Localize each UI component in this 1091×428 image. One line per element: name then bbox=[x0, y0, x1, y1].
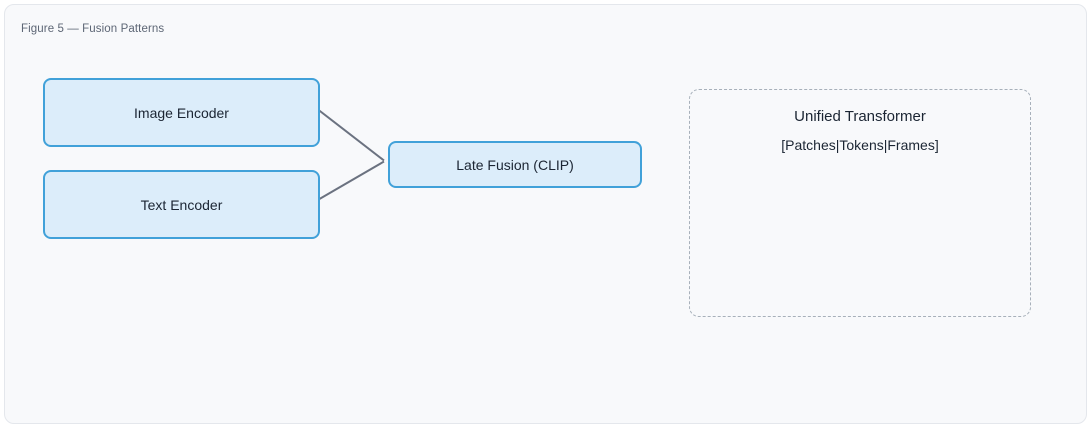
node-late-fusion: Late Fusion (CLIP) bbox=[388, 141, 642, 188]
connector-image-encoder-to-late-fusion bbox=[315, 107, 385, 162]
node-image-encoder-label: Image Encoder bbox=[134, 104, 229, 121]
node-text-encoder-label: Text Encoder bbox=[140, 196, 223, 213]
node-unified-transformer-title: Unified Transformer bbox=[794, 108, 926, 125]
node-unified-transformer-subtitle: [Patches|Tokens|Frames] bbox=[781, 137, 939, 153]
figure-title: Figure 5 — Fusion Patterns bbox=[21, 23, 165, 35]
node-unified-transformer: Unified Transformer [Patches|Tokens|Fram… bbox=[689, 89, 1031, 317]
node-late-fusion-label: Late Fusion (CLIP) bbox=[456, 156, 574, 173]
fusion-patterns-diagram: Image Encoder Text Encoder Late Fusion (… bbox=[5, 5, 1086, 423]
figure-card: Figure 5 — Fusion Patterns Image Encoder… bbox=[4, 4, 1087, 424]
node-text-encoder: Text Encoder bbox=[43, 170, 320, 239]
connector-text-encoder-to-late-fusion bbox=[315, 160, 385, 202]
node-image-encoder: Image Encoder bbox=[43, 78, 320, 147]
